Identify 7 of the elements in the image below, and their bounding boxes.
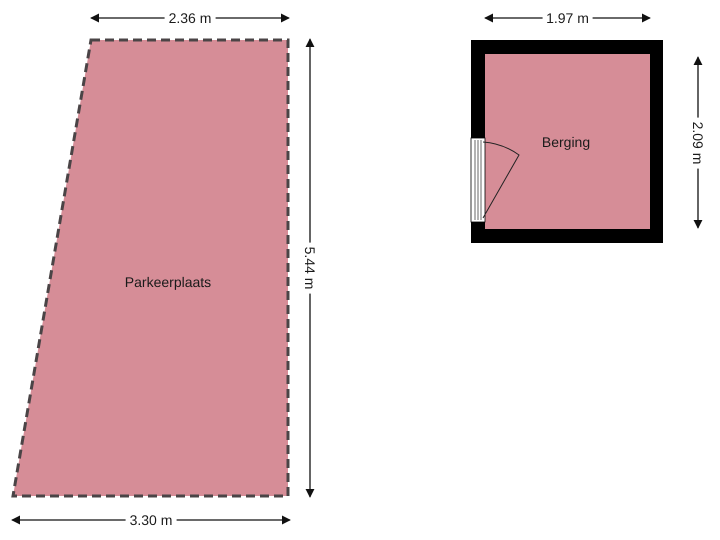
dimension-label: 1.97 m	[542, 10, 593, 26]
dimension-label: 5.44 m	[302, 242, 318, 294]
room-label: Berging	[542, 134, 590, 150]
parking-area-label: Parkeerplaats	[124, 274, 212, 290]
dimension-label: 2.09 m	[690, 117, 706, 168]
dimension-label: 2.36 m	[164, 10, 216, 26]
dimension-label: 3.30 m	[126, 512, 176, 528]
